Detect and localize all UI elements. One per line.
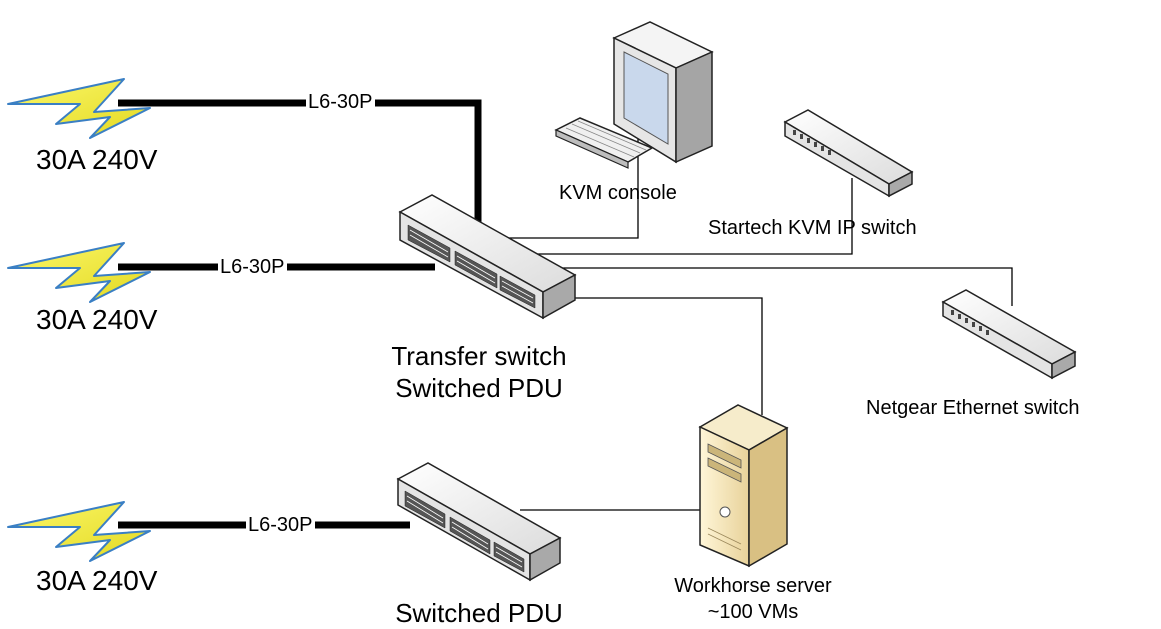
cable-pdu-to-ethernet-switch (520, 267, 1013, 306)
switched-pdu-label: Switched PDU (395, 598, 563, 628)
transfer-switch-pdu-icon (398, 194, 577, 320)
plug-label-3: L6-30P (246, 514, 315, 536)
lightning-bolt-icon (7, 78, 151, 139)
transfer-pdu-label-line1: Transfer switch (391, 341, 567, 371)
lightning-bolt-icon (7, 501, 151, 562)
power-source-3-label: 30A 240V (36, 565, 158, 596)
monitor-screen (623, 51, 669, 145)
power-source-1-label: 30A 240V (36, 144, 158, 175)
power-source-2 (7, 242, 151, 303)
kvm-console-label: KVM console (559, 182, 677, 204)
kvm-ip-switch-label: Startech KVM IP switch (708, 217, 917, 239)
plug-label-2: L6-30P (218, 256, 287, 278)
server-label: Workhorse server ~100 VMs (640, 573, 866, 625)
server-label-line2: ~100 VMs (707, 601, 799, 623)
power-cable-1 (118, 99, 482, 236)
transfer-pdu-label: Transfer switch Switched PDU (366, 340, 592, 404)
lightning-bolt-icon (7, 242, 151, 303)
cable-pdu-to-server (565, 297, 763, 415)
cable-pdu-to-kvm-ip-switch (500, 178, 853, 255)
kvm-ip-switch-icon (783, 109, 914, 198)
power-source-2-label: 30A 240V (36, 304, 158, 335)
ethernet-switch-label: Netgear Ethernet switch (866, 397, 1080, 419)
plug-label-1: L6-30P (306, 91, 375, 113)
server-label-line1: Workhorse server (674, 575, 832, 597)
ethernet-switch-icon (941, 289, 1077, 380)
power-source-3 (7, 501, 151, 562)
cable-pdu-to-kvm-console (470, 120, 639, 239)
switched-pdu-icon (396, 462, 562, 582)
kvm-console-icon (554, 21, 714, 169)
transfer-pdu-label-line2: Switched PDU (395, 373, 563, 403)
power-cables (118, 99, 482, 529)
server-tower-icon (698, 404, 789, 568)
power-source-1 (7, 78, 151, 139)
